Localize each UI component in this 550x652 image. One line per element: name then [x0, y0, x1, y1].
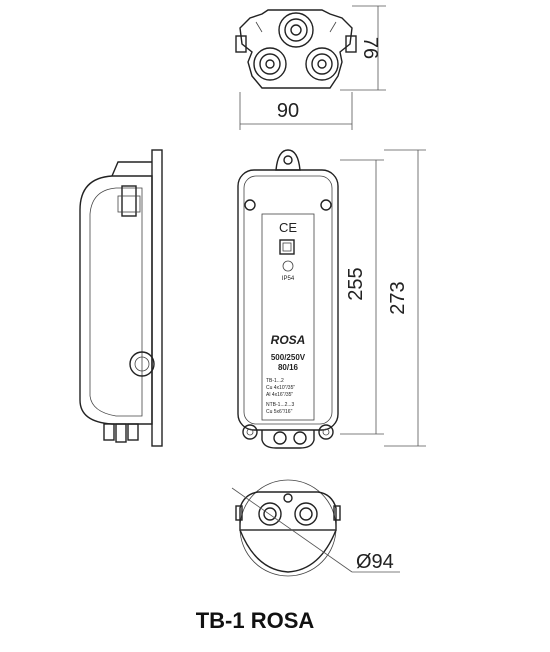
- ip-rating-label: IP54: [282, 276, 295, 282]
- spec-line-2: Cu 4x10"/35": [266, 385, 295, 391]
- dimension-76-label: 76: [359, 37, 381, 59]
- side-view: [79, 149, 163, 447]
- dimension-90: 90: [239, 92, 353, 130]
- spec-line-4: NTB-1...2...3: [266, 402, 295, 408]
- spec-line-5: Cu 5x6"/16": [266, 409, 293, 415]
- front-view: CE IP54 ROSA 500/250V 80/16 TB-1...2 Cu …: [237, 149, 339, 449]
- dimension-255-label: 255: [345, 267, 367, 300]
- product-title: TB-1 ROSA: [195, 608, 315, 633]
- dimension-273: 273: [384, 149, 426, 447]
- dimension-255: 255: [340, 159, 384, 435]
- ce-mark: CE: [279, 220, 297, 235]
- dimension-273-label: 273: [387, 281, 409, 314]
- rating-voltage: 500/250V: [271, 353, 306, 362]
- spec-line-3: Al 4x16"/35": [266, 392, 293, 398]
- dimension-90-label: 90: [277, 100, 299, 122]
- bottom-view: Ø94: [231, 479, 400, 577]
- ip-rating-icon: [282, 260, 294, 272]
- top-view: [235, 9, 357, 89]
- dimension-76: 76: [340, 5, 386, 91]
- brand-logo: ROSA: [271, 333, 306, 347]
- rating-current: 80/16: [278, 363, 299, 372]
- spec-line-1: TB-1...2: [266, 378, 284, 384]
- dimension-diameter-label: Ø94: [356, 551, 394, 573]
- double-insulation-icon: [279, 239, 295, 255]
